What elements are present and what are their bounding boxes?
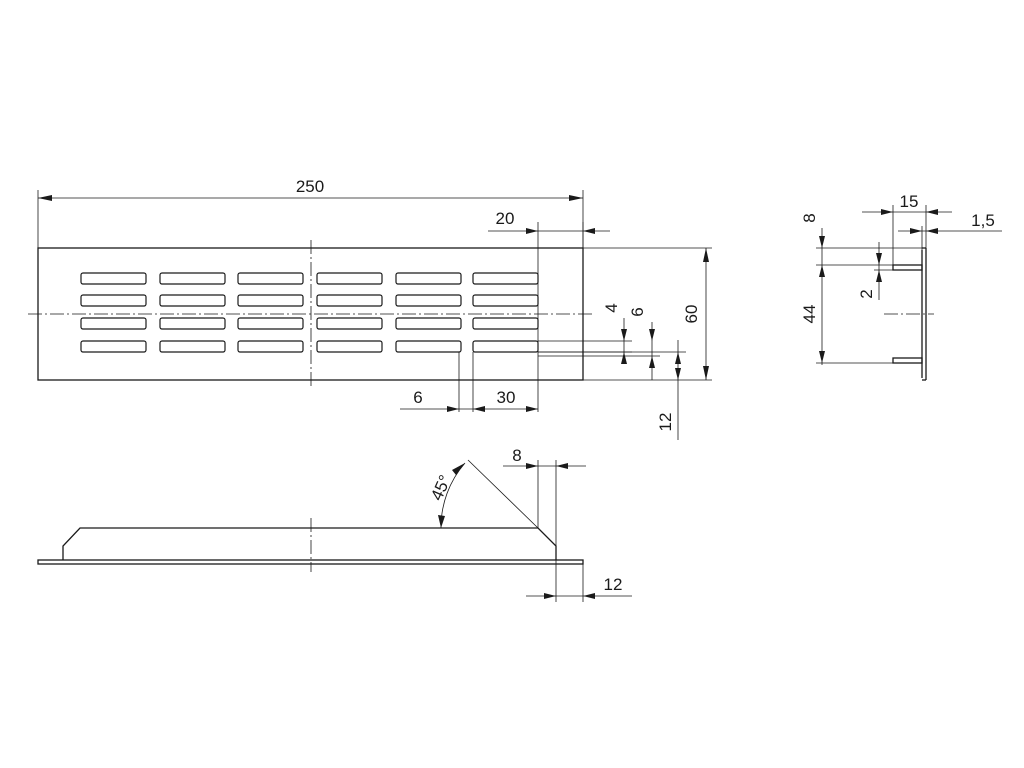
angle-45-arrow-end <box>438 515 445 528</box>
dim-8v-arrow-mid <box>819 265 825 277</box>
front-dimensions: 250 20 60 4 6 12 <box>37 177 712 440</box>
dim-12-arrow-top <box>675 352 681 364</box>
dim-15-label: 15 <box>900 192 919 211</box>
dim-2-arrow-top <box>876 253 882 265</box>
dim-2-arrow-bottom <box>876 270 882 282</box>
dim-1-5-arrow-left <box>910 228 922 234</box>
vent-slot <box>159 272 226 285</box>
vent-slot <box>472 317 539 330</box>
dim-20-arrow-left <box>526 228 538 234</box>
vent-slot <box>80 340 147 353</box>
vent-slot <box>472 294 539 307</box>
vent-slot <box>316 272 383 285</box>
vent-slot <box>395 317 462 330</box>
dim-20-label: 20 <box>496 209 515 228</box>
vent-slot <box>395 294 462 307</box>
dim-2-label: 2 <box>857 289 876 298</box>
side-bottom-tab <box>892 357 923 364</box>
dim-8h-arrow-left <box>526 463 538 469</box>
dim-15-arrow-left <box>881 209 893 215</box>
dim-12-label: 12 <box>656 413 675 432</box>
vent-slot <box>159 294 226 307</box>
vent-slot <box>159 317 226 330</box>
section-raised-profile <box>62 527 557 560</box>
dim-4-arrow-bottom <box>621 352 627 364</box>
vent-slot <box>395 272 462 285</box>
vent-slot <box>237 340 304 353</box>
section-view <box>37 518 584 572</box>
section-dimensions: 45° 8 12 <box>427 446 632 602</box>
dim-250-arrow-right <box>569 195 583 201</box>
dim-44-arrow-bottom <box>819 351 825 363</box>
dim-6v-label: 6 <box>628 307 647 316</box>
front-view <box>28 240 595 388</box>
dim-4-label: 4 <box>602 303 621 312</box>
dim-6h-label: 6 <box>413 388 422 407</box>
dim-4-arrow-top <box>621 329 627 341</box>
dim-6h-arrow-right <box>473 406 485 412</box>
dim-12-arrow-bottom <box>675 368 681 380</box>
dim-8v-arrow-top <box>819 236 825 248</box>
dim-8v-label: 8 <box>800 213 819 222</box>
dim-1-5-arrow-right <box>926 228 938 234</box>
dim-6h-arrow-left <box>447 406 459 412</box>
dim-8h-label: 8 <box>512 446 521 465</box>
section-base-flange <box>37 559 584 565</box>
vent-slot <box>80 294 147 307</box>
vent-slot <box>316 340 383 353</box>
dim-60-arrow-bottom <box>703 366 709 380</box>
vent-slot <box>80 317 147 330</box>
angle-45-reference-line <box>467 459 539 529</box>
side-view <box>884 247 934 381</box>
vent-slot <box>237 317 304 330</box>
dim-12h-arrow-right <box>583 593 595 599</box>
vent-slot <box>472 272 539 285</box>
angle-45-label: 45° <box>427 472 455 503</box>
dim-30-label: 30 <box>497 388 516 407</box>
vent-slot <box>80 272 147 285</box>
dim-30-arrow-right <box>526 406 538 412</box>
dim-12h-label: 12 <box>604 575 623 594</box>
vent-slot <box>159 340 226 353</box>
vent-slot <box>472 340 539 353</box>
angle-45-arrow-start <box>452 463 465 475</box>
dim-6v-arrow-bottom <box>649 356 655 368</box>
vent-slot <box>316 294 383 307</box>
dim-60-label: 60 <box>682 305 701 324</box>
dim-250-label: 250 <box>296 177 324 196</box>
dim-20-arrow-right <box>583 228 595 234</box>
side-top-tab <box>892 264 923 271</box>
slot-grid <box>80 272 539 353</box>
vent-slot <box>237 272 304 285</box>
dim-250-arrow-left <box>38 195 52 201</box>
dim-1-5-label: 1,5 <box>971 211 995 230</box>
side-dimensions: 15 1,5 8 44 2 <box>800 192 1002 365</box>
dim-15-arrow-right <box>926 209 938 215</box>
vent-slot <box>316 317 383 330</box>
dim-6v-arrow-top <box>649 329 655 341</box>
dim-44-label: 44 <box>800 305 819 324</box>
dim-12h-arrow-left <box>544 593 556 599</box>
dim-60-arrow-top <box>703 248 709 262</box>
dim-8h-arrow-right <box>556 463 568 469</box>
vent-slot <box>237 294 304 307</box>
vent-slot <box>395 340 462 353</box>
